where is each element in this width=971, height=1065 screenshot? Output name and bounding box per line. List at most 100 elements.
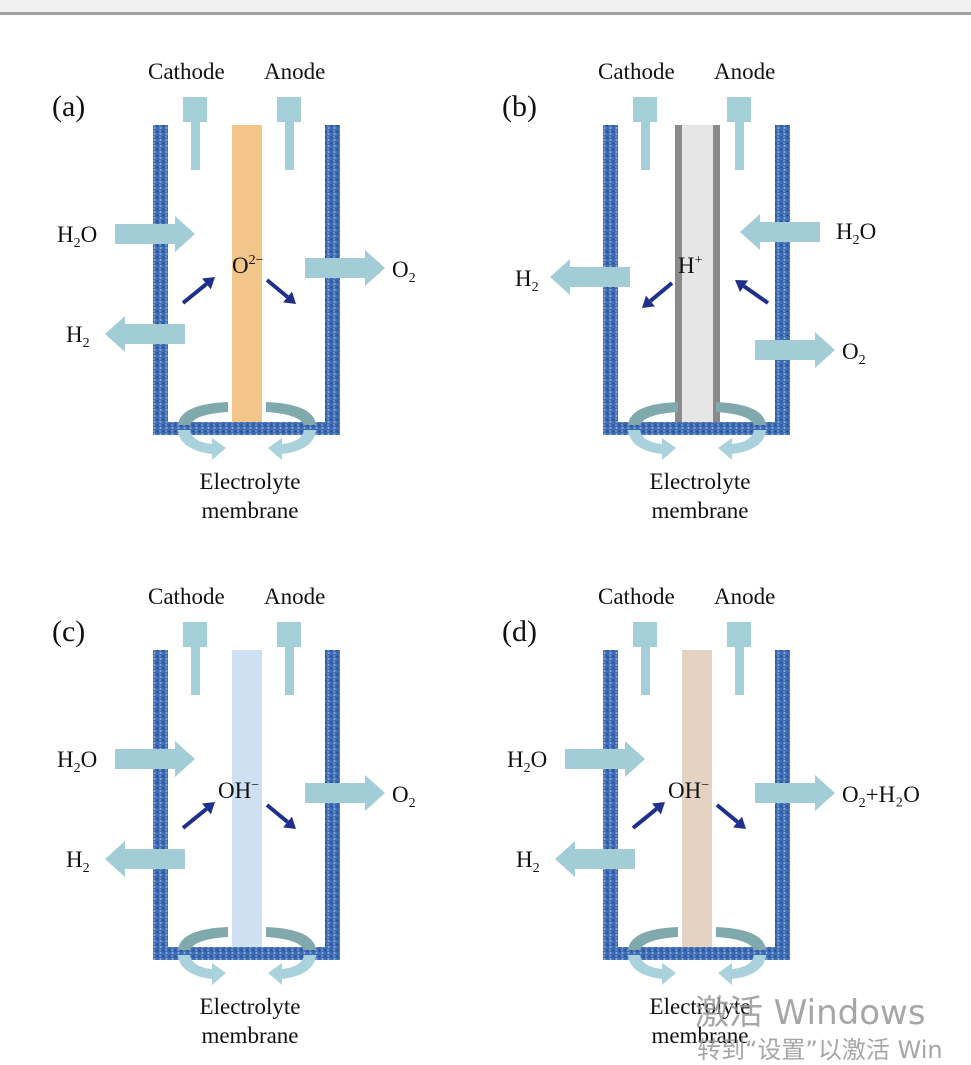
electrolyte-membrane <box>682 650 712 947</box>
activation-watermark-subtitle: 转到“设置”以激活 Win <box>697 1036 943 1064</box>
formula-main: H <box>507 747 524 772</box>
oxygen-label: O2 <box>392 257 416 286</box>
caption-line-2: membrane <box>201 1022 299 1048</box>
membrane-caption: Electrolyte membrane <box>150 993 350 1051</box>
proton-arrow-to-cathode <box>642 281 674 308</box>
cell-wall-right <box>325 125 340 435</box>
ion-charge: + <box>694 253 703 268</box>
ion-arrow-to-anode <box>715 803 746 829</box>
ion-symbol: OH <box>218 778 252 803</box>
water-label: H2O <box>507 747 548 776</box>
formula-tail: O <box>859 219 877 244</box>
ion-arrow-to-membrane <box>181 802 215 830</box>
caption-line-1: Electrolyte <box>199 994 301 1019</box>
water-label: H2O <box>57 222 98 251</box>
oxygen-outlet-arrow <box>305 250 385 286</box>
formula-main: O <box>842 782 859 807</box>
cell-wall-bottom <box>603 422 790 435</box>
electrolyzer-cell-drawing <box>550 97 835 460</box>
cell-wall-right <box>775 650 790 960</box>
oxygen-outlet-arrow <box>755 775 835 811</box>
formula-subscript: 2 <box>408 796 416 811</box>
formula-main: H <box>66 847 83 872</box>
formula-main: H <box>66 322 83 347</box>
formula-main: H <box>57 222 74 247</box>
formula-subscript: 2 <box>852 233 860 248</box>
hydrogen-outlet-arrow <box>105 316 185 352</box>
formula-main: O <box>392 257 409 282</box>
cell-wall-left <box>603 650 618 960</box>
formula-tail: O <box>80 222 98 247</box>
proton-arrow-from-anode <box>735 280 770 305</box>
ion-label: O2− <box>232 253 264 278</box>
anode-label: Anode <box>264 584 326 609</box>
formula-tail: +H₂O <box>865 782 920 807</box>
circulation-arrows <box>178 402 316 460</box>
cell-wall-bottom <box>153 422 340 435</box>
formula-subscript: 2 <box>73 761 81 776</box>
hydrogen-label: H2 <box>66 847 90 876</box>
cathode-label: Cathode <box>148 59 225 84</box>
formula-subscript: 2 <box>858 796 866 811</box>
ion-label: OH− <box>218 778 260 803</box>
ion-charge: − <box>251 778 260 793</box>
water-label: H2O <box>57 747 98 776</box>
oxygen-outlet-arrow <box>755 332 835 368</box>
formula-tail: O <box>530 747 548 772</box>
water-inlet-arrow <box>115 216 195 252</box>
formula-subscript: 2 <box>531 280 539 295</box>
ion-arrow-to-anode <box>265 803 296 829</box>
caption-line-2: membrane <box>651 497 749 523</box>
formula-subscript: 2 <box>73 236 81 251</box>
hydrogen-outlet-arrow <box>105 841 185 877</box>
ion-charge: − <box>701 778 710 793</box>
cell-wall-bottom <box>153 947 340 960</box>
ion-arrow-to-membrane <box>631 802 665 830</box>
formula-main: O <box>392 782 409 807</box>
hydrogen-label: H2 <box>515 266 539 295</box>
anode-electrode <box>727 622 751 695</box>
ion-symbol: O <box>232 253 249 278</box>
cathode-electrode <box>183 622 207 695</box>
anode-label: Anode <box>714 584 776 609</box>
formula-main: O <box>842 339 859 364</box>
circulation-arrows <box>178 927 316 985</box>
cell-wall-left <box>153 125 168 435</box>
electrolyte-membrane <box>675 125 720 422</box>
formula-main: H <box>516 847 533 872</box>
caption-line-1: Electrolyte <box>199 469 301 494</box>
oxygen-outlet-arrow <box>305 775 385 811</box>
electrolyte-membrane <box>232 125 262 422</box>
ion-label: OH− <box>668 778 710 803</box>
formula-subscript: 2 <box>532 861 540 876</box>
hydrogen-label: H2 <box>66 322 90 351</box>
ion-arrow-to-anode <box>265 278 296 304</box>
cell-wall-left <box>153 650 168 960</box>
ion-symbol: OH <box>668 778 702 803</box>
cathode-label: Cathode <box>148 584 225 609</box>
circulation-arrows <box>628 927 766 985</box>
cell-wall-right <box>775 125 790 435</box>
oxygen-label: O2 <box>392 782 416 811</box>
formula-subscript: 2 <box>408 271 416 286</box>
cathode-label: Cathode <box>598 584 675 609</box>
panel-label: (d) <box>502 615 537 648</box>
water-label: H2O <box>836 219 877 248</box>
formula-main: H <box>515 266 532 291</box>
oxygen-label: O2+H₂O <box>842 782 920 811</box>
oxygen-label: O2 <box>842 339 866 368</box>
formula-subscript: 2 <box>523 761 531 776</box>
circulation-arrows <box>628 402 766 460</box>
formula-main: H <box>836 219 853 244</box>
caption-line-2: membrane <box>201 497 299 523</box>
hydrogen-outlet-arrow <box>555 841 635 877</box>
electrolyzer-cell-drawing <box>555 622 835 985</box>
anode-label: Anode <box>264 59 326 84</box>
window-top-bar <box>0 0 971 12</box>
formula-tail: O <box>80 747 98 772</box>
hydrogen-outlet-arrow <box>550 259 630 295</box>
